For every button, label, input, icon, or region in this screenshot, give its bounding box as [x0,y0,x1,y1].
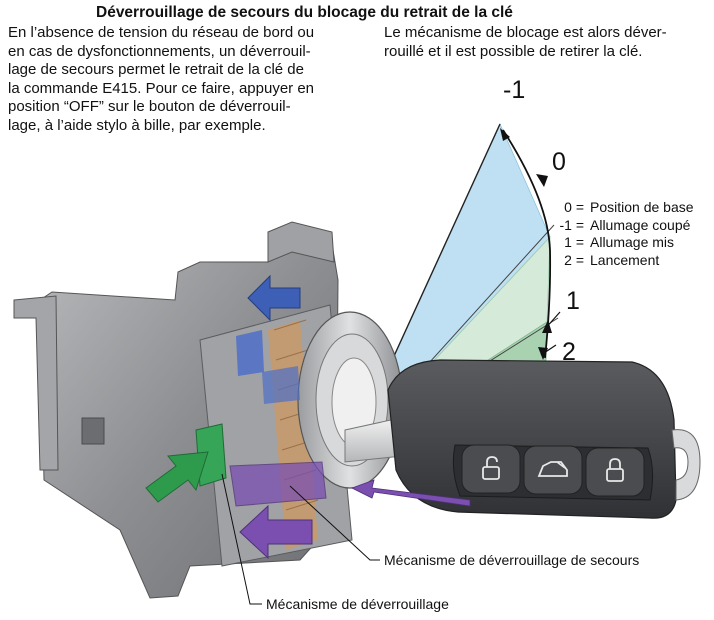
legend-code: -1 = [559,216,584,233]
arc-arrowhead-zero [536,174,548,187]
position-label-minus-one: -1 [503,76,526,104]
blue-part-lower [262,366,300,404]
legend-row: 0 = Position de base [548,199,694,217]
intro-line: lage, à l’aide stylo à bille, par exempl… [8,116,266,134]
position-label-one: 1 [566,287,580,315]
intro-line: en cas de dysfonctionnements, un déverro… [8,42,311,60]
position-label-two: 2 [562,338,576,366]
arc-arrowhead-up [500,128,510,141]
green-arrow [145,451,209,503]
legend-label: Allumage mis [590,234,675,251]
housing-top-tab [267,221,335,263]
callout-emergency-release: Mécanisme de déverrouillage de secours [384,552,640,568]
result-paragraph: Le mécanisme de blocage est alors déver-… [384,24,667,61]
housing-slot [81,417,105,445]
legend-code: 2 = [564,251,584,268]
legend-code: 1 = [564,234,584,251]
unlock-button [461,444,521,494]
intro-line: En l’absence de tension du réseau de bor… [8,24,315,41]
key-ring-loop [671,429,701,501]
position-label-zero: 0 [552,148,566,176]
callout-release: Mécanisme de déverrouillage [266,596,449,612]
legend-label: Lancement [590,251,660,268]
purple-arrow-bottom [239,504,313,560]
intro-line: la commande E415. Pour ce faire, appuyer… [8,79,315,97]
legend-row: 2 = Lancement [548,252,694,270]
result-line: Le mécanisme de blocage est alors déver- [384,24,667,41]
legend-label: Position de base [590,199,694,215]
blue-part-upper [236,330,264,376]
callout-line-emergency [289,485,380,561]
housing-bracket-left [13,295,59,471]
position-legend: 0 = Position de base -1 = Allumage coupé… [548,199,694,270]
trunk-icon [537,461,568,477]
blue-arrow-top [247,274,301,322]
legend-label: Allumage coupé [590,216,691,233]
unlock-icon [482,456,500,480]
page-title: Déverrouillage de secours du blocage du … [96,4,513,21]
legend-code: 0 = [564,199,584,215]
trunk-button [523,445,583,495]
purple-pointer-arrow [350,479,471,507]
intro-line: lage de secours permet le retrait de la … [8,61,304,79]
legend-row: -1 = Allumage coupé [548,217,694,235]
intro-paragraph: En l’absence de tension du réseau de bor… [8,24,314,136]
legend-row: 1 = Allumage mis [548,234,694,252]
intro-line: position “OFF” sur le bouton de déverrou… [8,98,291,116]
release-mechanism-part [229,461,327,507]
callout-line-release [221,473,262,605]
result-line: rouillé et il est possible de retirer la… [384,42,643,60]
lock-icon [606,458,624,482]
lock-button [585,447,645,497]
